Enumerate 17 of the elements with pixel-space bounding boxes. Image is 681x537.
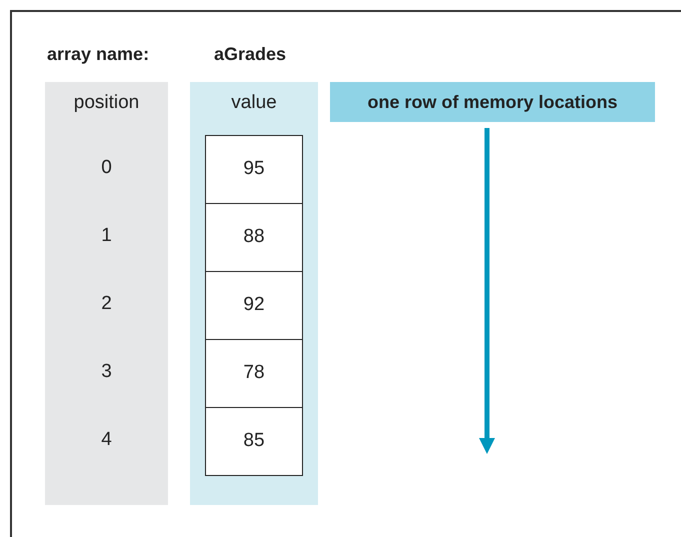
column-heading: position: [72, 91, 140, 115]
index-number: 1: [100, 224, 113, 248]
memory-cell: 78: [205, 339, 303, 408]
index-number: 0: [100, 156, 113, 180]
memory-cell: 85: [205, 407, 303, 476]
field-label: aGrades: [214, 43, 286, 66]
position-column: [45, 82, 168, 505]
memory-cell: 92: [205, 271, 303, 340]
column-heading: value: [230, 91, 278, 115]
index-number: 2: [100, 292, 113, 316]
memory-cell: 95: [205, 135, 303, 204]
field-label: array name:: [47, 43, 150, 66]
value-column: [190, 82, 318, 505]
header-banner: one row of memory locations: [330, 82, 655, 122]
memory-cell: 88: [205, 203, 303, 272]
index-number: 4: [100, 428, 113, 452]
index-number: 3: [100, 360, 113, 384]
